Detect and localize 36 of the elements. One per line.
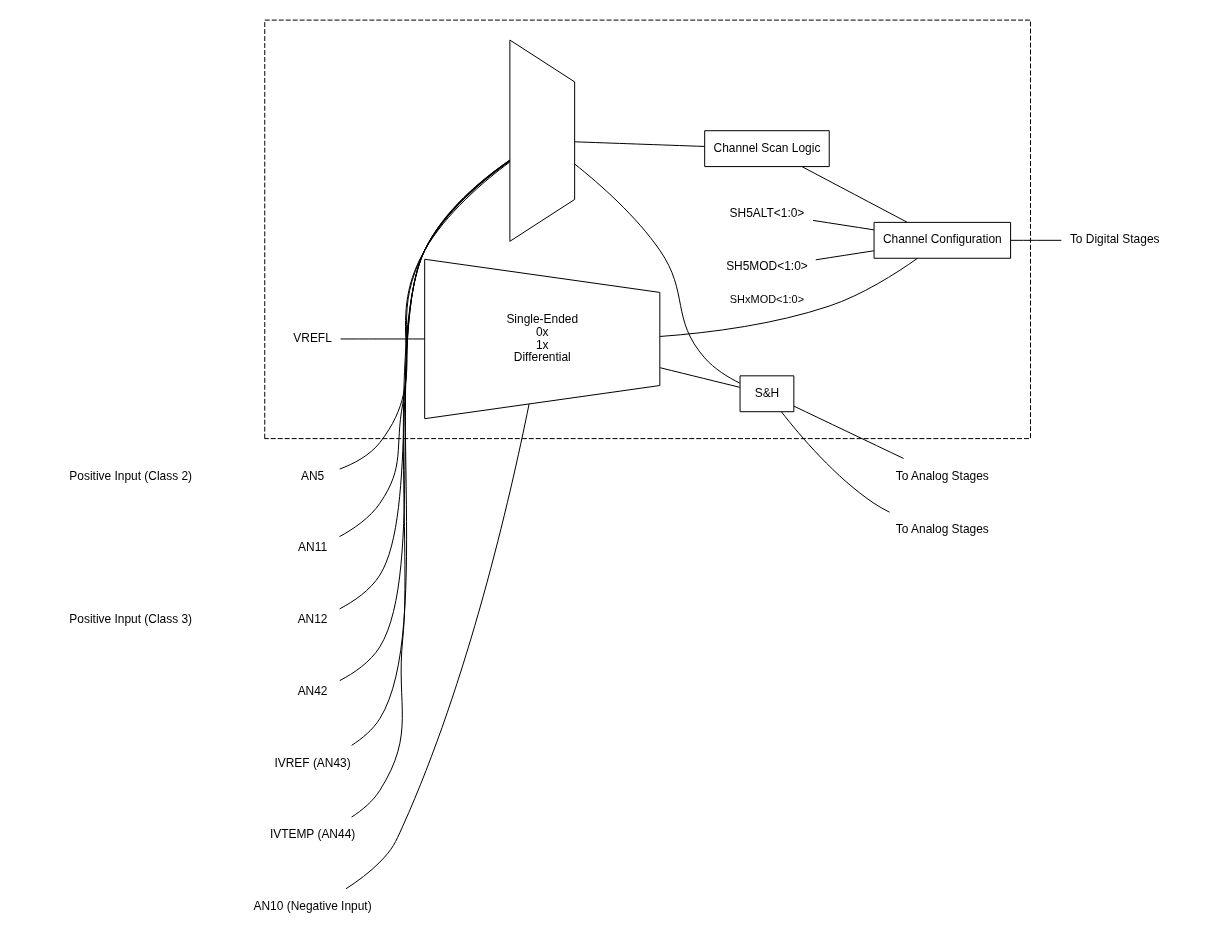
node-box: Channel Scan Logic — [703, 130, 830, 168]
connector — [780, 411, 890, 513]
node-text: IVTEMP (AN44) — [269, 827, 355, 842]
connector — [339, 338, 425, 340]
connector — [1009, 239, 1062, 241]
label: Positive Input (Class 2) — [68, 468, 192, 483]
connector — [344, 403, 530, 890]
node-text: AN5 — [300, 468, 324, 483]
connector — [659, 257, 918, 337]
connector — [338, 160, 510, 538]
node-box: Channel Configuration — [873, 221, 1011, 259]
node-text: VREFL — [292, 331, 332, 346]
node-text: AN12 — [297, 612, 328, 627]
node-text: AN42 — [297, 683, 328, 698]
node-text: To Digital Stages — [1069, 232, 1159, 247]
connector — [573, 163, 740, 384]
node-box: Single-Ended 0x 1x Differential — [423, 258, 660, 420]
node-text: SH5ALT<1:0> — [729, 205, 804, 220]
node-text: SH5MOD<1:0> — [725, 259, 808, 274]
node-text: To Analog Stages — [895, 468, 989, 483]
connector — [814, 250, 874, 261]
node-text: AN11 — [297, 540, 327, 555]
node-box: S&H — [739, 375, 794, 413]
connector — [801, 166, 908, 223]
label: Positive Input (Class 3) — [68, 612, 192, 627]
node-trapezoid — [508, 39, 575, 242]
node-text: To Analog Stages — [895, 522, 989, 537]
edge-label: SHxMOD<1:0> — [729, 292, 804, 305]
connector — [338, 161, 510, 470]
connector — [812, 219, 874, 231]
connector — [573, 141, 705, 147]
cluster — [263, 19, 1031, 440]
connector — [659, 367, 740, 388]
connector — [792, 405, 904, 459]
node-text: AN10 (Negative Input) — [253, 899, 372, 914]
node-text: IVREF (AN43) — [273, 755, 351, 770]
